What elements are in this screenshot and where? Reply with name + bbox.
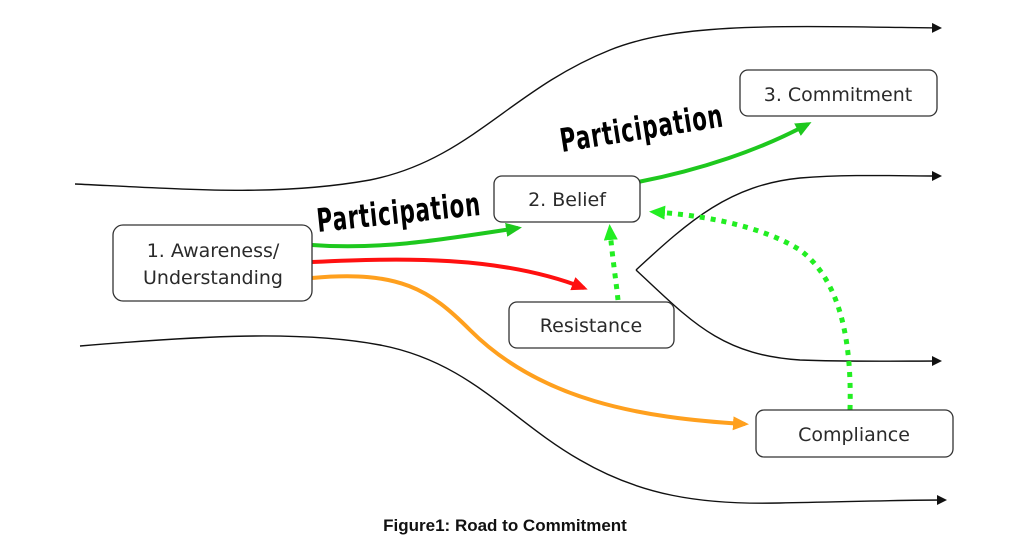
node-commitment: 3. Commitment [739,69,938,117]
node-resistance: Resistance [508,301,675,349]
node-compliance-label: Compliance [798,424,910,446]
arrow-awareness-to-compliance [311,274,749,431]
node-awareness-line1: 1. Awareness/ [147,240,280,262]
arrow-awareness-to-resistance [311,257,588,291]
arrow-compliance-to-belief [649,205,853,411]
node-commitment-label: 3. Commitment [764,84,913,106]
participation-label-upper: Participation [558,98,727,160]
node-belief-label: 2. Belief [528,189,607,211]
node-awareness: 1. Awareness/ Understanding [112,224,313,302]
arrow-awareness-to-belief [311,222,522,249]
node-awareness-line2: Understanding [143,267,283,289]
figure-caption: Figure1: Road to Commitment [383,516,627,535]
node-belief: 2. Belief [493,175,641,223]
node-compliance: Compliance [755,409,954,458]
arrow-belief-to-commitment [637,122,812,184]
lane-upper-outer [74,22,942,191]
lane-branch-upper [635,170,942,271]
participation-label-lower: Participation [315,187,483,241]
lane-lower-outer [79,335,947,506]
arrow-resistance-to-belief [603,224,621,301]
node-resistance-label: Resistance [540,315,642,337]
lane-branch-lower [635,269,942,367]
